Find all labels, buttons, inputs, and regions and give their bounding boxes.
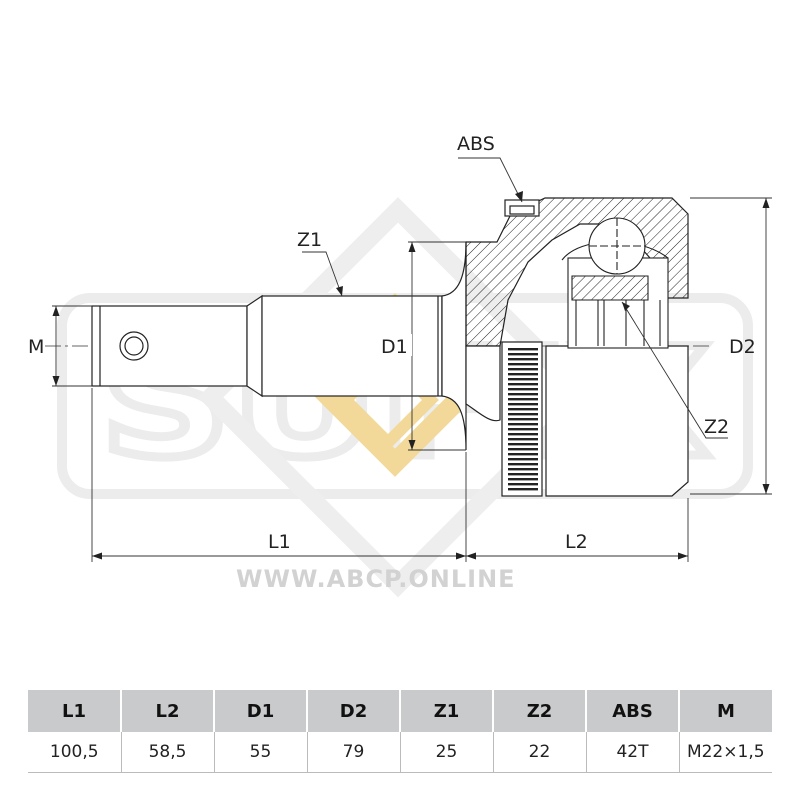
abs-ring-tooth — [508, 423, 538, 426]
arrow-d1-bottom — [408, 440, 416, 450]
abs-ring-tooth — [508, 348, 538, 351]
abs-ring-tooth — [508, 483, 538, 486]
arrow-d2-bottom — [762, 484, 770, 494]
abs-ring-tooth — [508, 408, 538, 411]
specs-table: L1 L2 D1 D2 Z1 Z2 ABS M 100,5 58,5 55 79… — [28, 690, 772, 773]
label-l1: L1 — [268, 531, 291, 553]
shaft-cotter-hole-inner — [124, 336, 144, 356]
header-cell: L1 — [28, 690, 122, 732]
label-z1: Z1 — [297, 229, 322, 251]
abs-ring-tooth — [508, 468, 538, 471]
label-abs: ABS — [457, 133, 495, 155]
abs-ring-tooth — [508, 353, 538, 356]
specs-value-row: 100,5 58,5 55 79 25 22 42T M22×1,5 — [28, 732, 772, 773]
abs-ring-tooth — [508, 463, 538, 466]
arrow-l1-right — [456, 552, 466, 560]
inner-race — [561, 217, 669, 349]
arrow-m-bottom — [52, 376, 60, 386]
abs-ring-tooth — [508, 488, 538, 491]
arrow-d1-top — [408, 242, 416, 252]
abs-ring-tooth — [508, 388, 538, 391]
housing-lower-body — [545, 345, 689, 497]
header-cell: L2 — [121, 690, 215, 732]
abs-ring-tooth — [508, 418, 538, 421]
abs-ring-tooth — [508, 403, 538, 406]
shaft-spline-z1 — [261, 295, 443, 397]
abs-ring-tab-inner — [509, 205, 535, 215]
inner-race-hatch — [571, 275, 649, 301]
label-d2: D2 — [729, 336, 756, 358]
abs-ring-tooth — [508, 393, 538, 396]
abs-ring-tooth — [508, 373, 538, 376]
cv-joint-drawing: SUFIX — [28, 133, 772, 598]
arrow-abs — [515, 191, 523, 202]
label-m: M — [28, 336, 44, 358]
abs-ring-tooth — [508, 413, 538, 416]
abs-ring-tooth — [508, 363, 538, 366]
header-cell: D1 — [214, 690, 308, 732]
label-d1-bg — [378, 334, 412, 356]
header-cell: Z2 — [493, 690, 587, 732]
abs-ring-tooth — [508, 368, 538, 371]
arrow-l2-left — [466, 552, 476, 560]
abs-tone-ring — [501, 341, 543, 497]
arrow-z1 — [336, 286, 343, 296]
label-l2: L2 — [565, 531, 588, 553]
arrow-l2-right — [678, 552, 688, 560]
shaft-neck — [246, 294, 263, 398]
arrow-l1-left — [92, 552, 102, 560]
housing-lower-flare — [465, 345, 501, 422]
leader-abs — [458, 157, 523, 203]
value-cell: M22×1,5 — [679, 732, 772, 773]
shaft-end-thread — [91, 305, 248, 387]
value-cell: 79 — [307, 732, 401, 773]
abs-ring-tooth — [508, 458, 538, 461]
value-cell: 100,5 — [28, 732, 122, 773]
specs-header-row: L1 L2 D1 D2 Z1 Z2 ABS M — [28, 690, 772, 732]
header-cell: D2 — [307, 690, 401, 732]
value-cell: 55 — [214, 732, 308, 773]
watermark-url: WWW.ABCP.ONLINE — [236, 565, 516, 593]
abs-ring-tooth — [508, 378, 538, 381]
header-cell: M — [679, 690, 772, 732]
abs-ring-tooth — [508, 383, 538, 386]
abs-ring-teeth — [508, 348, 538, 491]
abs-ring-tooth — [508, 473, 538, 476]
leader-z2 — [621, 301, 728, 439]
value-cell: 25 — [400, 732, 494, 773]
arrow-z2 — [622, 302, 630, 311]
abs-ring-tooth — [508, 358, 538, 361]
value-cell: 42T — [586, 732, 680, 773]
abs-ring-tooth — [508, 448, 538, 451]
arrowheads — [52, 191, 770, 560]
header-cell: ABS — [586, 690, 680, 732]
abs-ring-tooth — [508, 398, 538, 401]
label-d1: D1 — [381, 336, 408, 358]
arrow-m-top — [52, 306, 60, 316]
value-cell: 58,5 — [121, 732, 215, 773]
label-z2: Z2 — [704, 416, 729, 438]
abs-ring-tooth — [508, 443, 538, 446]
abs-ring-tooth — [508, 453, 538, 456]
abs-ring-tooth — [508, 433, 538, 436]
value-cell: 22 — [493, 732, 587, 773]
abs-ring-tooth — [508, 478, 538, 481]
leader-z1 — [302, 251, 343, 297]
abs-ring-tooth — [508, 438, 538, 441]
header-cell: Z1 — [400, 690, 494, 732]
arrow-d2-top — [762, 198, 770, 208]
abs-ring-tooth — [508, 428, 538, 431]
